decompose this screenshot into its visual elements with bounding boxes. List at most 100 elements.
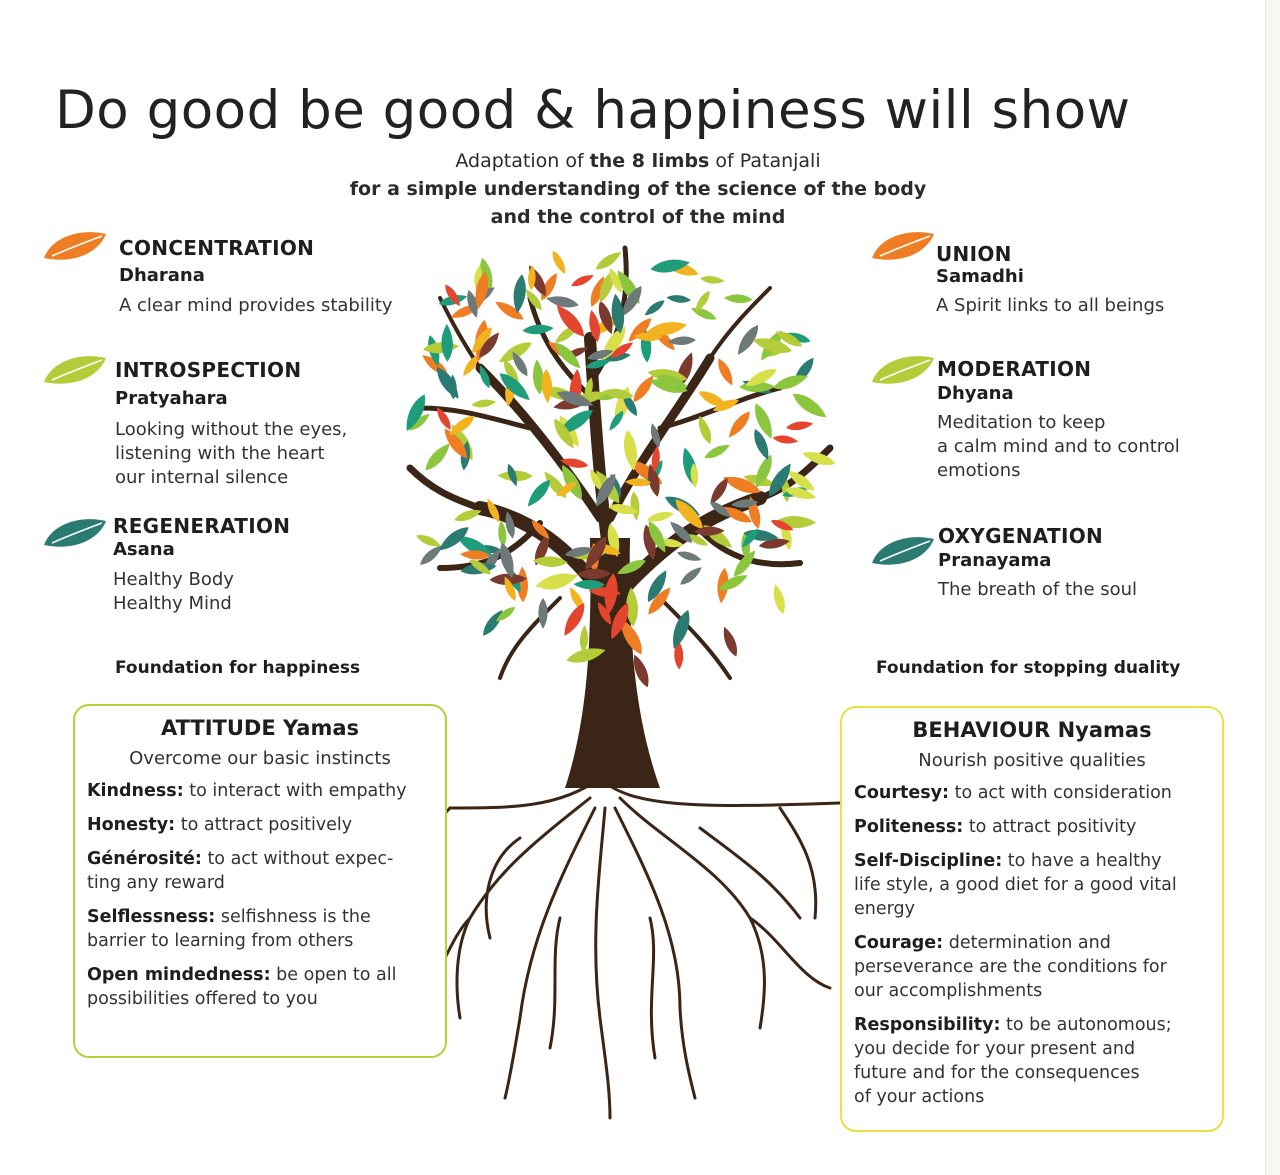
subtitle-pre: Adaptation of <box>455 150 590 172</box>
limb-name-moderation: MODERATION <box>937 357 1092 381</box>
behaviour-item: Courtesy: to act with consideration <box>854 781 1210 805</box>
leaf-mark <box>475 271 489 310</box>
attitude-item-text: selfishness is the barrier to learning f… <box>87 907 371 951</box>
leaf-mark <box>504 576 516 601</box>
leaf-mark <box>694 526 725 536</box>
leaf-mark <box>650 259 690 273</box>
leaf-mark <box>745 369 777 387</box>
behaviour-item-term: Courage: <box>854 933 944 953</box>
leaf-mark <box>499 373 530 401</box>
leaf-mark <box>460 550 491 560</box>
limb-sanskrit-dhyana: Dhyana <box>937 383 1014 404</box>
subtitle-post: of Patanjali <box>709 150 821 172</box>
leaf-mark <box>649 378 688 393</box>
leaf-mark <box>700 275 725 284</box>
leaf-mark <box>416 535 441 547</box>
leaf-mark <box>573 579 605 590</box>
leaf-icon <box>44 356 106 384</box>
leaf-mark <box>647 512 674 522</box>
leaf-mark <box>500 542 514 579</box>
leaf-mark <box>445 284 460 307</box>
leaf-mark <box>439 527 469 551</box>
leaf-mark <box>648 587 671 615</box>
leaf-mark <box>609 410 624 431</box>
leaf-mark <box>683 447 698 487</box>
leaf-mark <box>648 463 660 497</box>
leaf-mark <box>617 560 646 574</box>
attitude-item: Selflessness: selfishness is the barrier… <box>87 905 433 953</box>
leaf-mark <box>454 510 482 522</box>
behaviour-item-term: Responsibility: <box>854 1015 1001 1035</box>
limb-name-introspection: INTROSPECTION <box>115 358 302 382</box>
leaf-mark <box>527 479 551 507</box>
limb-desc-moderation: Meditation to keep a calm mind and to co… <box>937 412 1180 481</box>
leaf-mark <box>566 648 606 663</box>
limb-name-regeneration: REGENERATION <box>113 514 291 538</box>
attitude-item: Open mindedness: be open to all possibil… <box>87 963 433 1011</box>
attitude-item: Générosité: to act without expec- ting a… <box>87 847 433 895</box>
leaf-mark <box>607 523 620 557</box>
limb-sanskrit-samadhi: Samadhi <box>936 266 1024 287</box>
attitude-item: Honesty: to attract positively <box>87 813 433 837</box>
subtitle-bold: the 8 limbs <box>589 150 710 172</box>
leaf-mark <box>463 354 479 376</box>
limb-name-union: UNION <box>936 242 1012 266</box>
leaf-mark <box>721 506 752 523</box>
leaf-mark <box>564 547 595 557</box>
leaf-mark <box>710 478 728 505</box>
leaf-mark <box>648 520 666 553</box>
leaf-mark <box>644 300 665 316</box>
leaf-mark <box>754 429 769 460</box>
box-title-attitude: ATTITUDE Yamas <box>160 716 360 740</box>
leaf-mark <box>698 415 712 444</box>
attitude-item-term: Selflessness: <box>87 907 216 927</box>
behaviour-item-term: Politeness: <box>854 817 964 837</box>
behaviour-item-text: to be autonomous; you decide for your pr… <box>854 1015 1172 1107</box>
leaf-mark <box>623 430 637 471</box>
leaf-mark <box>532 556 568 567</box>
behaviour-item-term: Courtesy: <box>854 783 950 803</box>
leaf-mark <box>541 368 552 404</box>
leaf-icon <box>872 537 934 565</box>
leaf-mark <box>585 536 607 570</box>
leaf-icon <box>44 232 106 260</box>
limb-desc-introspection: Looking without the eyes, listening with… <box>115 419 348 488</box>
leaf-mark <box>555 342 581 369</box>
leaf-mark <box>734 550 756 577</box>
behaviour-item: Politeness: to attract positivity <box>854 815 1210 839</box>
leaf-mark <box>610 342 633 358</box>
leaf-mark <box>425 443 450 471</box>
leaf-mark <box>758 538 790 549</box>
leaf-mark <box>522 324 554 335</box>
leaf-mark <box>598 300 613 335</box>
behaviour-item: Courage: determination and perseverance … <box>854 931 1210 1003</box>
leaf-mark <box>718 575 748 591</box>
leaf-mark <box>667 336 696 345</box>
box-title-behaviour: BEHAVIOUR Nyamas <box>912 718 1152 742</box>
behaviour-nyamas-box: BEHAVIOUR Nyamas Nourish positive qualit… <box>840 706 1224 1132</box>
leaf-mark <box>505 511 515 539</box>
leaf-mark <box>554 418 574 449</box>
leaf-mark <box>495 301 524 320</box>
leaf-mark <box>558 410 593 435</box>
leaf-mark <box>680 567 702 585</box>
leaf-mark <box>728 411 750 438</box>
page-edge-strip <box>1265 0 1280 1175</box>
behaviour-item: Responsibility: to be autonomous; you de… <box>854 1013 1210 1109</box>
leaf-mark <box>770 520 794 531</box>
limb-name-oxygenation: OXYGENATION <box>938 524 1104 548</box>
leaf-mark <box>507 463 517 487</box>
leaf-mark <box>599 270 614 303</box>
box-subtitle-behaviour: Nourish positive qualities <box>918 750 1146 771</box>
leaf-mark <box>792 393 827 418</box>
leaf-mark <box>609 268 622 293</box>
leaf-mark <box>755 454 772 489</box>
leaf-mark <box>690 463 699 488</box>
leaf-mark <box>722 476 761 494</box>
leaf-icon <box>872 356 934 384</box>
leaf-mark <box>650 423 661 448</box>
leaf-mark <box>773 375 808 390</box>
leaf-mark <box>769 463 791 497</box>
leaf-mark <box>737 325 759 355</box>
leaf-mark <box>409 413 430 431</box>
